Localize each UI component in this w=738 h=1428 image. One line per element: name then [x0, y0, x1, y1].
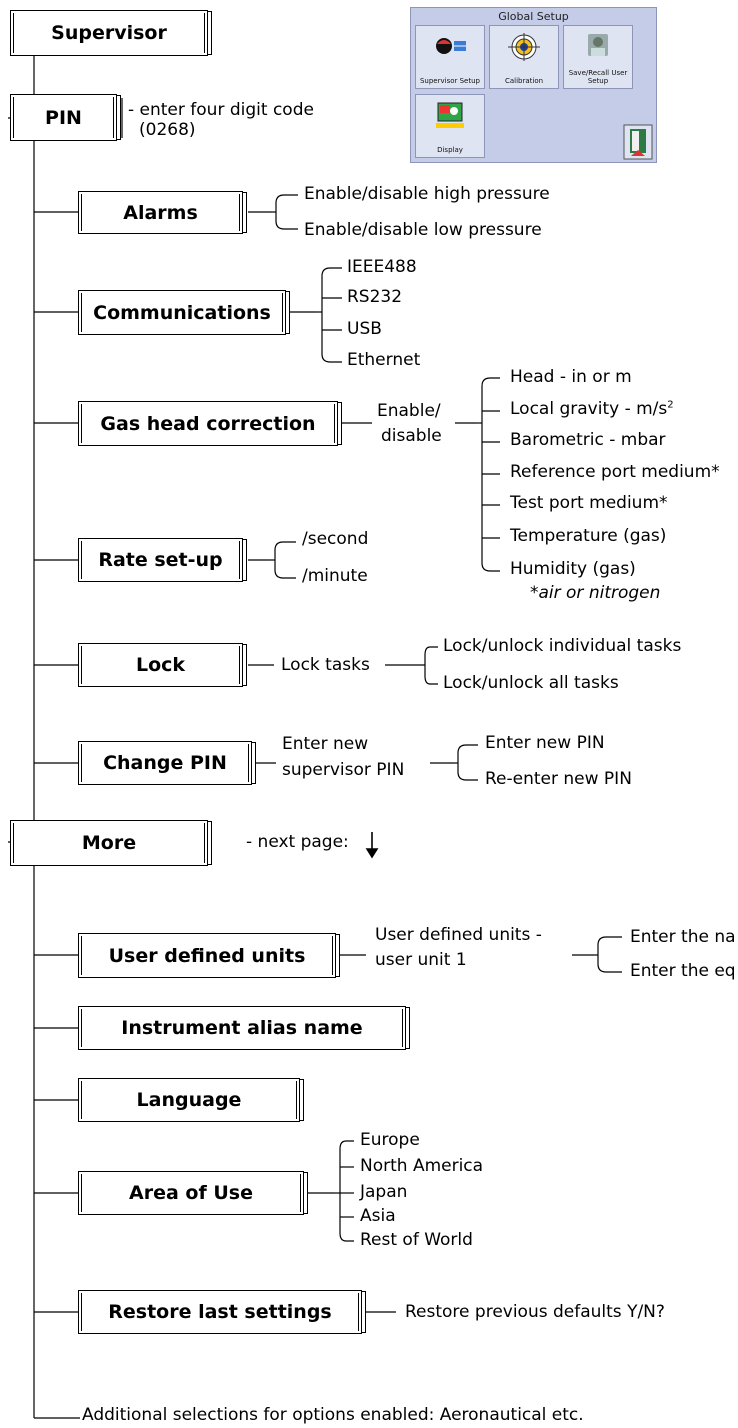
- instrument-alias-name-box: Instrument alias name: [78, 1006, 410, 1050]
- area-option: Japan: [360, 1182, 408, 1202]
- comm-option: USB: [347, 319, 382, 339]
- gas-footnote: *air or nitrogen: [530, 583, 661, 603]
- supervisor-setup-button[interactable]: Supervisor Setup: [415, 25, 485, 89]
- rate-option: /minute: [302, 566, 368, 586]
- gas-head-correction-box: Gas head correction: [78, 401, 342, 446]
- gas-option: Temperature (gas): [510, 526, 667, 546]
- restore-last-settings-box: Restore last settings: [78, 1290, 366, 1334]
- change-pin-label-2: supervisor PIN: [282, 760, 405, 780]
- gas-option: Local gravity - m/s2: [510, 399, 674, 419]
- gas-option-text: Local gravity - m/s: [510, 399, 668, 419]
- supervisor-box: Supervisor: [10, 10, 212, 56]
- calibration-icon: [508, 33, 540, 61]
- lock-option: Lock/unlock individual tasks: [443, 636, 682, 656]
- calibration-label: Calibration: [504, 77, 544, 85]
- pin-note: - enter four digit code: [128, 100, 314, 120]
- alarm-option: Enable/disable high pressure: [304, 184, 550, 204]
- area-option: Asia: [360, 1206, 396, 1226]
- restore-option: Restore previous defaults Y/N?: [405, 1302, 665, 1322]
- user-defined-units-box: User defined units: [78, 933, 340, 978]
- area-option: Rest of World: [360, 1230, 473, 1250]
- user-units-label-2: user unit 1: [375, 950, 467, 970]
- save-recall-button[interactable]: Save/Recall User Setup: [563, 25, 633, 89]
- pin-code: (0268): [139, 120, 196, 140]
- lock-tasks-label: Lock tasks: [281, 655, 370, 675]
- panel-title: Global Setup: [498, 10, 569, 23]
- footer-note: Additional selections for options enable…: [82, 1405, 584, 1425]
- rate-setup-box: Rate set-up: [78, 538, 247, 582]
- save-recall-label: Save/Recall User Setup: [568, 69, 628, 85]
- communications-box: Communications: [78, 290, 290, 335]
- gas-option: Test port medium*: [510, 493, 668, 513]
- gas-disable-label: disable: [381, 426, 442, 446]
- change-pin-option: Enter new PIN: [485, 733, 605, 753]
- comm-option: RS232: [347, 287, 403, 307]
- comm-option: Ethernet: [347, 350, 421, 370]
- more-box: More: [10, 820, 212, 866]
- gas-enable-label: Enable/: [377, 401, 441, 421]
- user-units-option: Enter the eq: [630, 961, 736, 981]
- supervisor-setup-label: Supervisor Setup: [419, 77, 480, 85]
- language-box: Language: [78, 1078, 304, 1122]
- lock-option: Lock/unlock all tasks: [443, 673, 619, 693]
- gas-option: Humidity (gas): [510, 559, 636, 579]
- calibration-button[interactable]: Calibration: [489, 25, 559, 89]
- global-setup-panel: Global Setup Supervisor Setup Calibratio…: [410, 7, 657, 163]
- area-option: North America: [360, 1156, 484, 1176]
- lock-box: Lock: [78, 643, 247, 687]
- gas-option: Reference port medium*: [510, 462, 720, 482]
- display-label: Display: [437, 146, 463, 154]
- change-pin-label-1: Enter new: [282, 734, 369, 754]
- gas-option: Barometric - mbar: [510, 430, 666, 450]
- alarms-box: Alarms: [78, 191, 247, 234]
- comm-option: IEEE488: [347, 257, 417, 277]
- user-units-option: Enter the na: [630, 927, 736, 947]
- more-note: - next page:: [246, 832, 349, 852]
- gas-superscript: 2: [667, 399, 674, 411]
- area-option: Europe: [360, 1130, 420, 1150]
- rate-option: /second: [302, 529, 369, 549]
- user-units-label-1: User defined units -: [375, 925, 542, 945]
- alarm-option: Enable/disable low pressure: [304, 220, 542, 240]
- display-button[interactable]: Display: [415, 94, 485, 158]
- change-pin-box: Change PIN: [78, 741, 256, 785]
- save-recall-icon: [588, 34, 608, 56]
- area-of-use-box: Area of Use: [78, 1171, 308, 1215]
- pin-box: PIN: [10, 94, 121, 141]
- exit-icon[interactable]: [623, 124, 653, 160]
- change-pin-option: Re-enter new PIN: [485, 769, 632, 789]
- supervisor-icon: [436, 38, 466, 54]
- gas-option: Head - in or m: [510, 367, 632, 387]
- display-icon: [436, 102, 464, 128]
